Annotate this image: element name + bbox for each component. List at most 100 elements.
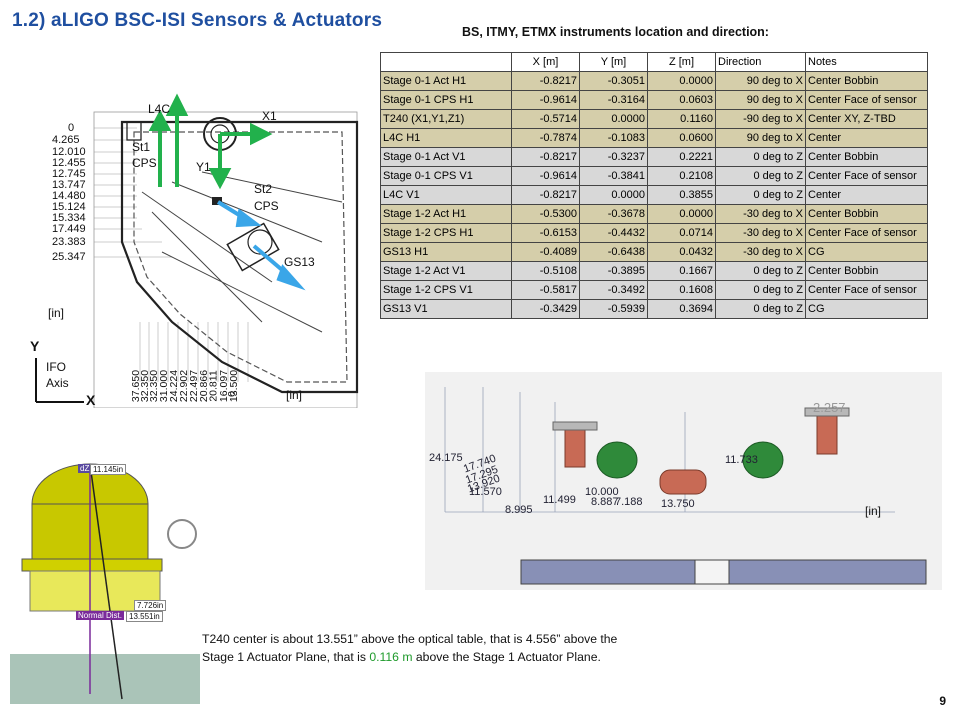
caption-text-1: T240 center is about 13.551” above the o… [202, 632, 618, 664]
t240-flange [21, 558, 163, 572]
table-cell-name: GS13 V1 [380, 299, 512, 319]
table-cell-z: 0.1608 [647, 280, 716, 300]
x1-arrowhead [250, 122, 273, 146]
table-cell-name: Stage 0-1 Act H1 [380, 71, 512, 91]
table-cell-name: Stage 1-2 Act V1 [380, 261, 512, 281]
side-dimension-label: 2.257 [813, 400, 846, 415]
l4c-arrowhead [165, 93, 189, 116]
right-actuator-cap [804, 407, 850, 417]
table-header-cell: Direction [715, 52, 806, 72]
table-cell-y: 0.0000 [579, 185, 648, 205]
table-header-cell: Notes [805, 52, 928, 72]
y-dimension-label: 4.265 [52, 134, 80, 146]
table-cell-z: 0.0600 [647, 128, 716, 148]
table-cell-z: 0.2108 [647, 166, 716, 186]
table-cell-y: -0.4432 [579, 223, 648, 243]
page-number: 9 [939, 694, 946, 708]
ifo-axis [35, 358, 84, 403]
y-dimension-label: 14.480 [52, 190, 86, 202]
y-dimension-label: 25.347 [52, 251, 86, 263]
y-dimension-label: 0 [68, 122, 75, 134]
table-cell-dir: -30 deg to X [715, 242, 806, 262]
y-dimension-label: 23.383 [52, 236, 86, 248]
table-cell-x: -0.6153 [511, 223, 580, 243]
table-cell-z: 0.2221 [647, 147, 716, 167]
table-cell-name: L4C V1 [380, 185, 512, 205]
table-cell-name: T240 (X1,Y1,Z1) [380, 109, 512, 129]
label-ifo: IFO [46, 360, 66, 374]
table-cell-z: 0.0432 [647, 242, 716, 262]
side-dimension-label: 11.499 [543, 494, 576, 506]
base-plate-gap [694, 559, 730, 585]
table-cell-y: -0.3051 [579, 71, 648, 91]
table-cell-x: -0.5714 [511, 109, 580, 129]
table-cell-notes: Center Face of sensor [805, 90, 928, 110]
table-cell-dir: 0 deg to Z [715, 280, 806, 300]
table-cell-notes: Center Face of sensor [805, 166, 928, 186]
st1-cps-arrowhead [148, 109, 172, 131]
label-st2: St2 [254, 182, 273, 196]
label-axis-x: X [86, 392, 96, 408]
st2-cps-arrowhead [235, 208, 262, 228]
green-arrows [148, 93, 273, 190]
side-dimension-label: 24.175 [429, 452, 463, 464]
table-cell-z: 0.1667 [647, 261, 716, 281]
table-cell-x: -0.5300 [511, 204, 580, 224]
table-cell-x: -0.5108 [511, 261, 580, 281]
t240-connector [167, 519, 197, 549]
table-cell-notes: Center Bobbin [805, 261, 928, 281]
blue-arrows [216, 200, 306, 291]
table-cell-dir: 90 deg to X [715, 128, 806, 148]
table-cell-x: -0.9614 [511, 166, 580, 186]
caption-text-2: above the Stage 1 Actuator Plane. [412, 649, 601, 664]
table-header-cell: Z [m] [647, 52, 716, 72]
normal-dist-tag: Normal Dist. [76, 611, 125, 620]
table-cell-y: -0.5939 [579, 299, 648, 319]
table-title: BS, ITMY, ETMX instruments location and … [462, 25, 769, 39]
right-l4c [742, 441, 784, 479]
label-axis-y: Y [30, 338, 40, 354]
dimension-lines [94, 127, 249, 382]
caption: T240 center is about 13.551” above the o… [202, 631, 622, 666]
table-cell-dir: -90 deg to X [715, 109, 806, 129]
table-cell-z: 0.0000 [647, 204, 716, 224]
table-cell-y: -0.3678 [579, 204, 648, 224]
slide-title: 1.2) aLIGO BSC-ISI Sensors & Actuators [12, 10, 383, 31]
st1-cps-box [126, 121, 142, 141]
small-dist-value: 7.726in [134, 600, 167, 611]
label-l4c: L4C [148, 102, 171, 116]
table-cell-dir: 90 deg to X [715, 71, 806, 91]
side-dimension-label: 13.750 [661, 498, 695, 510]
table-cell-dir: 0 deg to Z [715, 147, 806, 167]
table-header-cell: X [m] [511, 52, 580, 72]
table-cell-notes: Center Face of sensor [805, 223, 928, 243]
optical-table [10, 654, 200, 704]
side-view-leaders [444, 387, 895, 513]
table-cell-notes: Center Bobbin [805, 147, 928, 167]
table-cell-name: L4C H1 [380, 128, 512, 148]
y-dimension-label: 13.747 [52, 179, 86, 191]
table-cell-name: Stage 0-1 Act V1 [380, 147, 512, 167]
st2-cps-box [212, 197, 222, 205]
table-cell-name: Stage 1-2 CPS V1 [380, 280, 512, 300]
right-actuator [816, 411, 838, 455]
top-view-svg [35, 93, 359, 409]
x-dimension-label: 13.500 [228, 369, 241, 403]
side-dimension-label: 8.995 [505, 504, 533, 516]
label-unit-bottom: [in] [286, 388, 303, 402]
table-cell-y: -0.3895 [579, 261, 648, 281]
table-cell-name: Stage 1-2 Act H1 [380, 204, 512, 224]
table-cell-x: -0.7874 [511, 128, 580, 148]
y-dimension-label: 12.455 [52, 157, 86, 169]
table-cell-name: Stage 0-1 CPS V1 [380, 166, 512, 186]
side-view-svg [444, 387, 927, 585]
label-y1: Y1 [196, 160, 211, 174]
y-dimension-label: 12.745 [52, 168, 86, 180]
